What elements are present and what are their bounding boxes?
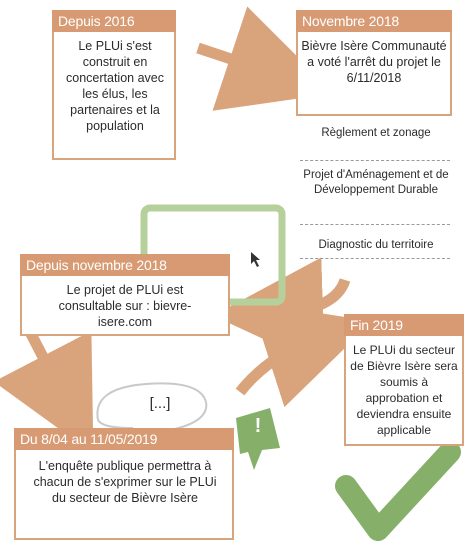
header-depuis-2016: Depuis 2016 [52,10,176,32]
text-novembre-2018: Bièvre Isère Communauté a voté l'arrêt d… [301,39,447,85]
doc-item-reglement: Règlement et zonage [321,127,431,139]
arrow-enquete-to-fin2019 [235,302,373,408]
cursor-icon [251,252,260,267]
checkmark-icon [335,441,461,541]
header-enquete: Du 8/04 au 11/05/2019 [14,428,234,450]
speech-bubble-text: [...] [149,395,171,412]
header-novembre-2018: Novembre 2018 [296,10,452,32]
text-depuis-nov-2018: Le projet de PLUi est consultable sur : … [58,283,192,329]
speech-bubble-shape [96,382,208,455]
text-fin-2019: Le PLUi du secteur de Bièvre Isère sera … [350,343,458,437]
arrow-2016-to-nov2018 [196,6,335,111]
doc-item-diagnostic: Diagnostic du territoire [318,239,434,251]
text-enquete: L'enquête publique permettra à chacun de… [33,459,217,505]
header-depuis-nov-2018: Depuis novembre 2018 [20,254,230,276]
exclamation-text: ! [254,415,262,437]
exclamation-bubble-shape [236,408,280,470]
header-fin-2019: Fin 2019 [344,314,464,336]
doc-divider [300,160,450,161]
doc-item-padd: Projet d'Aménagement et de Développement… [303,169,449,196]
arrow-consultable-to-enquete [0,329,94,454]
doc-divider [300,224,450,225]
doc-divider [300,258,450,259]
text-depuis-2016: Le PLUi s'est construit en concertation … [66,39,164,133]
box-depuis-2016 [52,18,176,160]
